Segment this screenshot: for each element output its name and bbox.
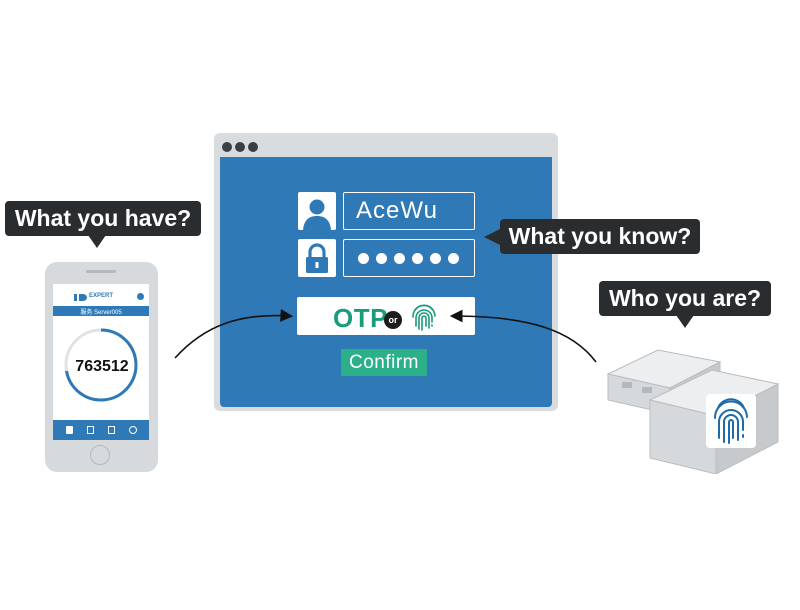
password-mask-dot bbox=[448, 252, 459, 264]
window-dot-icon bbox=[248, 142, 258, 152]
bubble-tail bbox=[484, 228, 502, 246]
user-icon-box bbox=[298, 192, 336, 230]
tab-info-icon[interactable] bbox=[108, 426, 115, 434]
fingerprint-icon bbox=[713, 398, 748, 444]
password-field[interactable] bbox=[343, 239, 475, 277]
otp-code: 763512 bbox=[75, 358, 129, 375]
otp-timer-ring bbox=[64, 328, 138, 402]
phone-speaker bbox=[86, 270, 116, 273]
bubble-tail bbox=[676, 315, 694, 328]
username-value: AceWu bbox=[356, 197, 438, 224]
server-label: 服务 Server005 bbox=[80, 309, 122, 316]
tab-list-icon[interactable] bbox=[87, 426, 94, 434]
password-mask-dot bbox=[430, 252, 441, 264]
user-icon bbox=[303, 199, 331, 230]
password-mask-dot bbox=[358, 252, 369, 264]
bubble-who-you-are: Who you are? bbox=[599, 281, 771, 316]
confirm-button[interactable]: Confirm bbox=[341, 349, 427, 376]
bubble-tail bbox=[88, 235, 106, 248]
password-mask-dot bbox=[376, 252, 387, 264]
password-mask-dot bbox=[394, 252, 405, 264]
server-selector[interactable]: 服务 Server005 bbox=[53, 306, 149, 316]
window-dot-icon bbox=[222, 142, 232, 152]
lock-icon-box bbox=[298, 239, 336, 277]
tab-settings-icon[interactable] bbox=[129, 426, 137, 434]
bubble-what-you-know: What you know? bbox=[500, 219, 700, 254]
app-brand: EXPERT bbox=[89, 293, 114, 299]
phone-app-header: EXPERT bbox=[53, 284, 149, 306]
app-logo-icon bbox=[74, 294, 87, 301]
bubble-what-you-have: What you have? bbox=[5, 201, 201, 236]
phone-home-button[interactable] bbox=[90, 445, 110, 465]
lock-icon bbox=[306, 243, 328, 273]
window-dot-icon bbox=[235, 142, 245, 152]
arrow-phone-to-otp bbox=[174, 309, 294, 359]
fingerprint-icon bbox=[412, 304, 436, 331]
password-mask bbox=[356, 252, 459, 264]
or-badge: or bbox=[384, 311, 402, 329]
tab-otp-icon[interactable] bbox=[66, 426, 73, 434]
password-mask-dot bbox=[412, 252, 423, 264]
app-menu-icon[interactable] bbox=[137, 293, 144, 300]
username-field[interactable]: AceWu bbox=[343, 192, 475, 230]
usb-key-icon bbox=[606, 349, 780, 474]
phone-tab-bar bbox=[53, 420, 149, 440]
otp-label: OTP bbox=[333, 303, 388, 333]
arrow-key-to-fingerprint bbox=[449, 309, 597, 363]
